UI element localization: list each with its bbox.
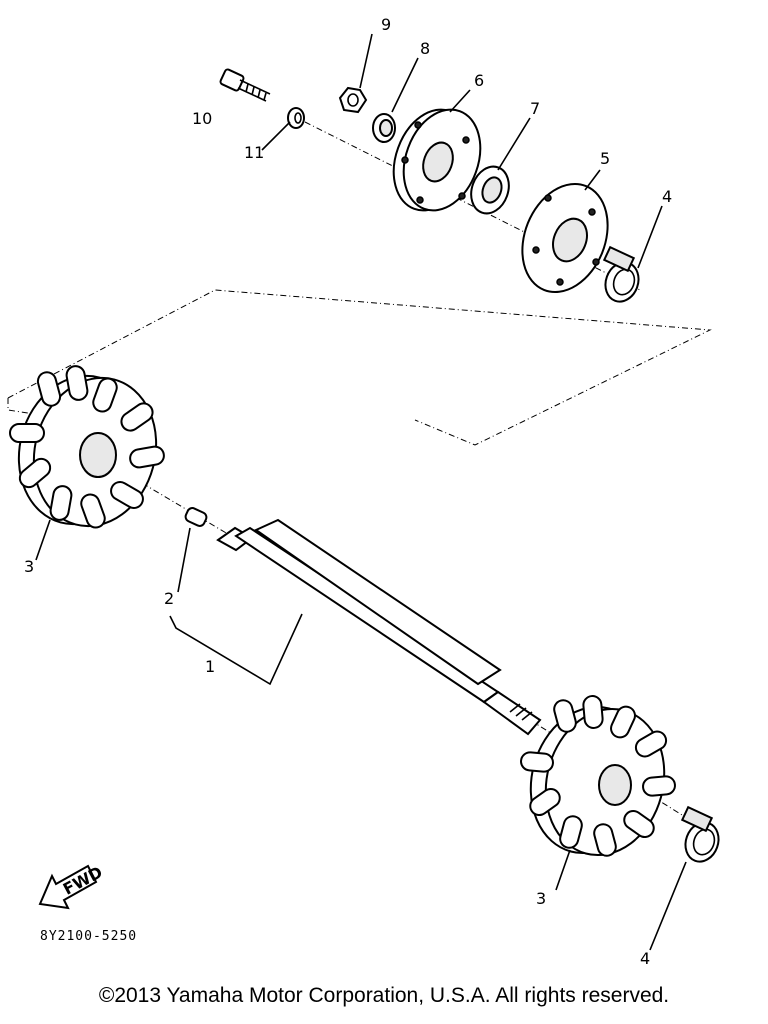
label-4-upper: 4 xyxy=(662,187,672,206)
copyright-notice: ©2013 Yamaha Motor Corporation, U.S.A. A… xyxy=(98,984,670,1007)
label-8: 8 xyxy=(420,39,430,58)
label-2: 2 xyxy=(164,589,174,608)
assembly-outline xyxy=(7,289,712,446)
part-6-bearing-housing xyxy=(392,108,482,212)
label-10: 10 xyxy=(192,109,212,128)
part-3-sprocket-left xyxy=(9,365,165,529)
part-10-bolt xyxy=(219,68,271,102)
label-11: 11 xyxy=(244,143,264,162)
part-7-bearing xyxy=(470,165,510,215)
forward-arrow-icon: FWD xyxy=(38,862,106,910)
label-7: 7 xyxy=(530,99,540,118)
part-5-flange-plate xyxy=(521,182,609,294)
drawing-code: 8Y2100-5250 xyxy=(40,929,137,944)
label-3-left: 3 xyxy=(24,557,34,576)
label-3-right: 3 xyxy=(536,889,546,908)
part-3-sprocket-right xyxy=(520,695,676,857)
label-5: 5 xyxy=(600,149,610,168)
label-6: 6 xyxy=(474,71,484,90)
label-9: 9 xyxy=(381,15,391,34)
leader-lines xyxy=(35,33,687,951)
part-1-drive-shaft xyxy=(216,518,542,736)
part-2-key xyxy=(184,507,208,527)
part-4-clamp-lower xyxy=(680,805,720,863)
part-4-clamp-upper xyxy=(602,245,640,303)
label-4-lower: 4 xyxy=(640,949,650,968)
label-1: 1 xyxy=(205,657,215,676)
part-9-nut xyxy=(338,86,368,114)
part-11-washer xyxy=(287,107,305,129)
part-8-seal xyxy=(372,113,396,143)
